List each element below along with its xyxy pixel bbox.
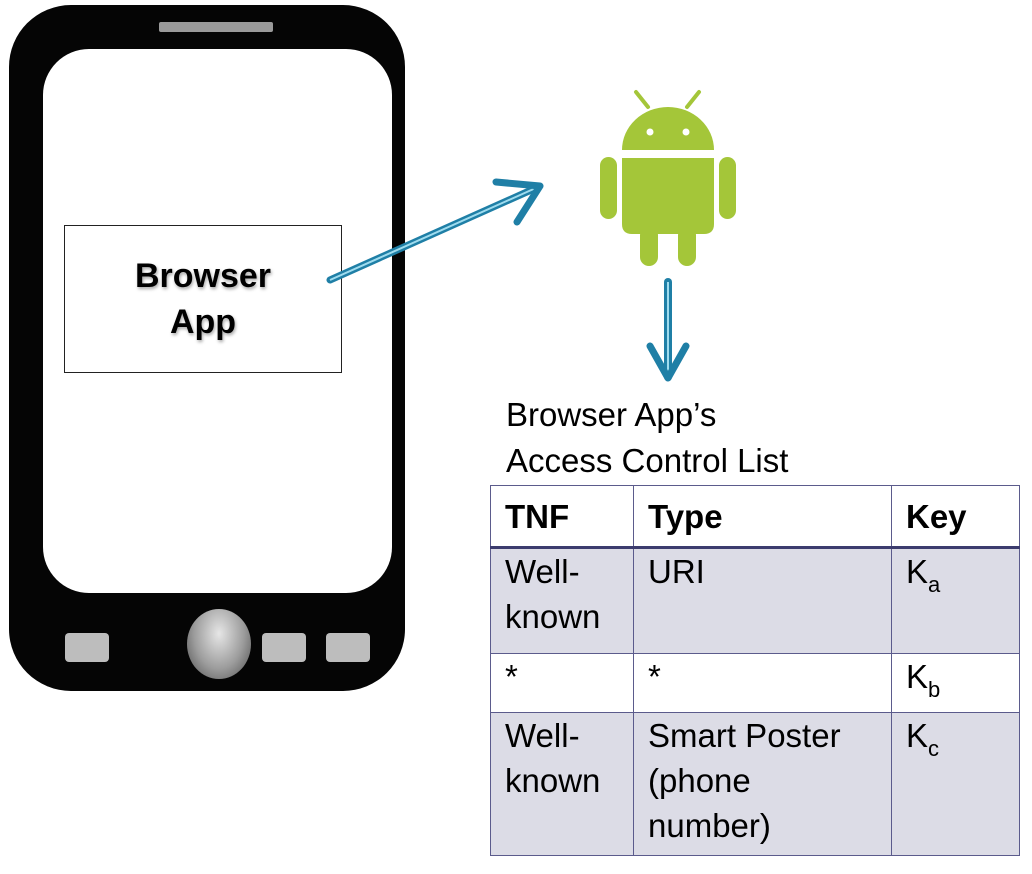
header-key: Key xyxy=(891,485,1020,549)
arrow-app-to-android xyxy=(326,178,544,284)
access-control-list-table: TNF Type Key Well- known URI Ka * * Kb W… xyxy=(490,485,1020,856)
acl-title: Browser App’s Access Control List xyxy=(506,392,788,484)
phone-menu-button xyxy=(262,633,306,662)
browser-app-label: Browser App xyxy=(134,257,272,341)
phone-back-button xyxy=(65,633,109,662)
cell-tnf: * xyxy=(490,653,634,713)
header-type: Type xyxy=(633,485,892,549)
phone-speaker xyxy=(159,22,273,32)
acl-title-line2: Access Control List xyxy=(506,442,789,479)
acl-title-line1: Browser App’s xyxy=(506,396,717,433)
table-row: Well- known Smart Poster (phone number) … xyxy=(490,712,1020,856)
header-tnf: TNF xyxy=(490,485,634,549)
cell-key: Kb xyxy=(891,653,1020,713)
browser-app-box: Browser App xyxy=(64,225,342,373)
cell-type: URI xyxy=(633,547,892,654)
cell-tnf: Well- known xyxy=(490,547,634,654)
table-row: Well- known URI Ka xyxy=(490,547,1020,654)
arrow-android-to-acl xyxy=(646,278,690,382)
cell-type: Smart Poster (phone number) xyxy=(633,712,892,856)
table-header-row: TNF Type Key xyxy=(490,485,1020,549)
table-row: * * Kb xyxy=(490,653,1020,713)
cell-key: Kc xyxy=(891,712,1020,856)
phone-search-button xyxy=(326,633,370,662)
phone-home-button xyxy=(187,609,251,679)
android-robot-icon xyxy=(600,90,736,266)
cell-tnf: Well- known xyxy=(490,712,634,856)
cell-type: * xyxy=(633,653,892,713)
cell-key: Ka xyxy=(891,547,1020,654)
